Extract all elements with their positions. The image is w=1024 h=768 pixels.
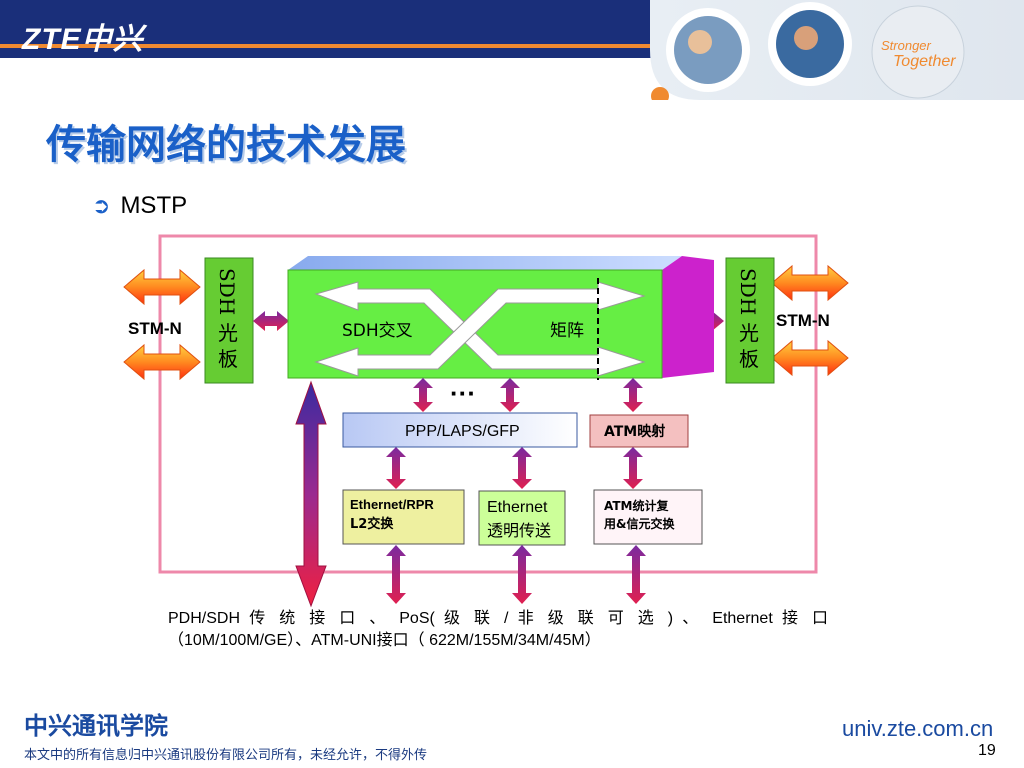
atm-stat-box xyxy=(593,489,703,545)
atm-map-label: ATM映射 xyxy=(604,423,665,440)
interface-caption: PDH/SDH 传 统 接 口 、 PoS( 级 联 / 非 级 联 可 选 )… xyxy=(168,608,828,652)
matrix-top-face xyxy=(288,256,682,270)
mstp-frame xyxy=(158,234,818,574)
sdh-board-right xyxy=(725,257,775,384)
v-arrow-ppp-eth-rpr xyxy=(386,447,406,489)
v-arrow-ppp-eth-trans xyxy=(512,447,532,489)
header-accent-line xyxy=(0,44,1024,48)
v-arrow-atm-stat xyxy=(623,447,643,489)
atm-stat-line1: ATM统计复 xyxy=(604,498,669,513)
stm-right-label: STM-N xyxy=(776,311,830,330)
ppp-laps-gfp-box xyxy=(342,412,578,448)
cross-left-label: SDH交叉 xyxy=(342,321,413,341)
cross-arrow-2 xyxy=(314,281,646,377)
footer-note: 本文中的所有信息归中兴通讯股份有限公司所有，未经允许，不得外传 xyxy=(24,748,428,763)
eth-trans-box xyxy=(478,490,566,546)
slogan-line2: Together xyxy=(893,53,956,70)
photo-2-face xyxy=(794,26,818,50)
caption-line2: （10M/100M/GE）、ATM-UNI接口（ 622M/155M/34M/4… xyxy=(168,632,601,649)
v-arrow-matrix-atm xyxy=(623,378,643,412)
sdh-board-right-ban: 板 xyxy=(739,347,759,371)
atm-stat-line2: 用&信元交换 xyxy=(603,516,675,531)
slogan-line1: Stronger xyxy=(881,38,932,53)
footer-url[interactable]: univ.zte.com.cn xyxy=(842,716,994,741)
atm-map-box xyxy=(589,414,689,448)
eth-rpr-line2: L2交换 xyxy=(350,516,394,532)
link-left-board-matrix xyxy=(253,311,289,331)
bullet-item: ➲ MSTP xyxy=(92,192,187,220)
bullet-text: MSTP xyxy=(120,192,188,219)
v-arrow-eth-trans-out xyxy=(512,545,532,604)
sdh-board-right-guang: 光 xyxy=(739,321,759,345)
stm-left-label: STM-N xyxy=(128,319,182,338)
cross-right-label: 矩阵 xyxy=(550,321,584,341)
eth-trans-line1: Ethernet xyxy=(487,499,548,516)
pdh-sdh-big-arrow xyxy=(295,380,327,608)
page-title: 传输网络的技术发展 xyxy=(46,122,406,168)
ppp-laps-gfp-label: PPP/LAPS/GFP xyxy=(405,423,520,440)
eth-rpr-box xyxy=(342,489,465,545)
zte-logo: ZTE中兴 xyxy=(22,23,144,56)
eth-trans-line2: 透明传送 xyxy=(487,521,551,540)
v-arrow-matrix-ppp-2 xyxy=(500,378,520,412)
photo-1-face xyxy=(688,30,712,54)
v-arrow-matrix-ppp-1 xyxy=(413,378,433,412)
page-number: 19 xyxy=(978,742,996,759)
slogan-circle xyxy=(871,5,965,99)
header-bar: Stronger Together ZTE中兴 xyxy=(0,0,1024,100)
v-arrow-eth-rpr-out xyxy=(386,545,406,604)
header-graphic: Stronger Together xyxy=(0,0,1024,100)
right-stm-arrow-top xyxy=(771,264,849,302)
v-arrow-atm-out xyxy=(626,545,646,604)
bullet-arrow-icon: ➲ xyxy=(92,193,111,218)
footer-org: 中兴通讯学院 xyxy=(24,711,168,740)
sdh-board-left xyxy=(204,257,254,384)
left-stm-arrow-top xyxy=(123,268,201,306)
right-stm-arrow-bottom xyxy=(771,339,849,377)
sdh-board-left-guang: 光 xyxy=(218,321,238,345)
sdh-board-left-sdh: SDH xyxy=(215,268,239,315)
eth-rpr-line1: Ethernet/RPR xyxy=(350,497,434,512)
caption-line1: PDH/SDH 传 统 接 口 、 PoS( 级 联 / 非 级 联 可 选 )… xyxy=(168,610,828,627)
sdh-board-right-sdh: SDH xyxy=(736,268,760,315)
matrix-side-face xyxy=(662,256,714,378)
orange-dot xyxy=(651,87,669,100)
sdh-board-left-ban: 板 xyxy=(218,347,238,371)
ellipsis: ··· xyxy=(450,378,476,408)
cross-arrow-1 xyxy=(314,281,646,377)
left-stm-arrow-bottom xyxy=(123,343,201,381)
